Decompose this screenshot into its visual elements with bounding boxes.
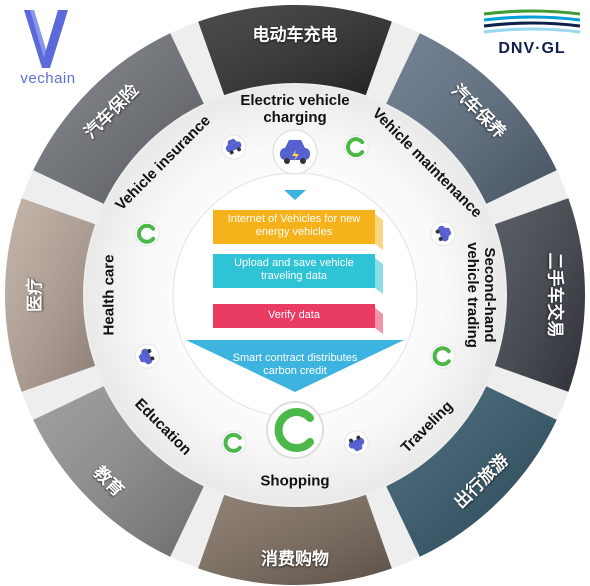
vechain-logo-icon <box>430 343 456 369</box>
sector-shade-second-hand-trading <box>494 198 585 392</box>
vechain-logo-text: vechain <box>20 70 76 87</box>
flow-step-fold-3 <box>375 308 383 334</box>
dnvgl-waves-icon <box>482 8 582 38</box>
vechain-logo-icon <box>221 430 247 456</box>
sector-cn-label-second-hand-trading: 二手车交易 <box>544 252 565 338</box>
vechain-logo-icon <box>134 221 160 247</box>
vechain-v-icon <box>24 10 68 68</box>
sector-shade-education <box>33 386 204 557</box>
ev-car-icon <box>272 129 318 175</box>
flow-step-1 <box>213 210 375 244</box>
sector-cn-label-ev-charging: 电动车充电 <box>252 25 338 46</box>
flow-step-2 <box>213 254 375 288</box>
sector-shade-shopping <box>198 494 392 585</box>
sector-shade-vehicle-insurance <box>33 33 204 204</box>
center-vechain-logo-icon <box>266 401 324 459</box>
flow-step-text-4: Smart contract distributes carbon credit <box>232 352 358 377</box>
flow-step-text-1: Internet of Vehicles for new energy vehi… <box>227 213 361 238</box>
sector-en-label-second-hand-trading: Second-hand vehicle trading <box>464 242 498 348</box>
car-icon <box>430 221 456 247</box>
car-icon <box>134 343 160 369</box>
sector-en-label-ev-charging: Electric vehicle charging <box>240 92 350 126</box>
flow-pointer <box>284 190 306 200</box>
sector-shade-vehicle-maintenance <box>386 33 557 204</box>
flow-step-text-2: Upload and save vehicle traveling data <box>234 257 354 282</box>
vechain-logo: vechain <box>8 10 88 90</box>
flow-step-fold-1 <box>375 214 383 250</box>
flow-step-fold-2 <box>375 258 383 294</box>
sector-shade-health-care <box>4 198 96 392</box>
sector-cn-label-health-care: 医疗 <box>25 278 46 312</box>
sector-shade-traveling <box>386 386 557 557</box>
sector-shade-ev-charging <box>198 4 392 96</box>
car-icon <box>343 430 369 456</box>
flow-step-3 <box>213 304 375 328</box>
dnvgl-logo: DNV·GL <box>482 8 582 60</box>
sector-en-label-health-care: Health care <box>100 254 118 336</box>
sector-cn-label-shopping: 消费购物 <box>261 549 329 570</box>
car-icon <box>221 134 247 160</box>
flow-step-4 <box>186 340 404 392</box>
vechain-logo-icon <box>343 134 369 160</box>
sector-en-label-shopping: Shopping <box>260 472 330 490</box>
dnvgl-logo-text: DNV·GL <box>498 40 566 57</box>
flow-step-text-3: Verify data <box>268 309 320 321</box>
